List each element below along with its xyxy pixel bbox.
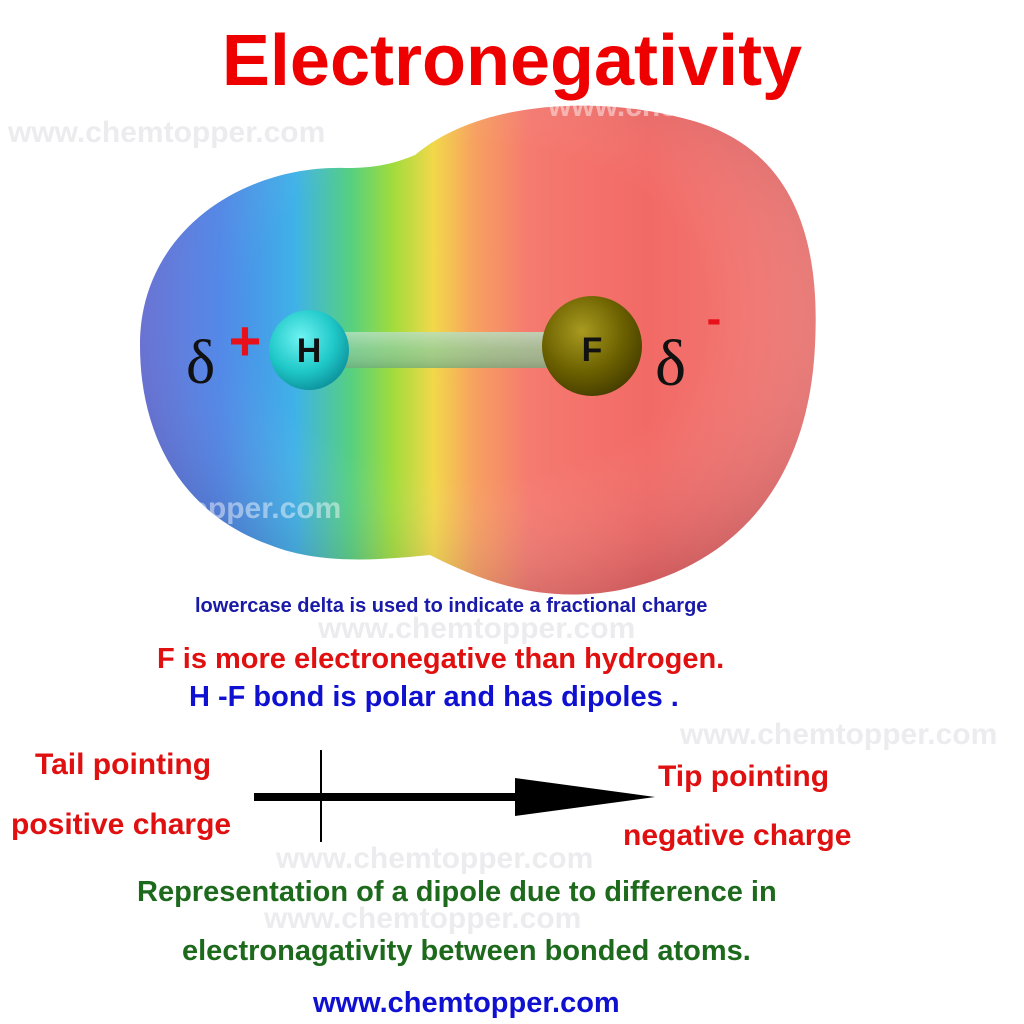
delta-right-symbol: δ (655, 327, 686, 400)
tip-label-line2: negative charge (623, 819, 852, 852)
delta-left-symbol: δ (186, 329, 215, 397)
watermark-text: www.chemtopper.com (276, 842, 594, 875)
polarity-statement: H -F bond is polar and has dipoles . (189, 681, 679, 713)
representation-line2: electronagativity between bonded atoms. (182, 935, 751, 967)
hydrogen-atom (269, 310, 349, 390)
footer-url: www.chemtopper.com (313, 987, 620, 1019)
fluorine-atom (542, 296, 642, 396)
watermark-text: www.chemtopper.com (680, 718, 998, 751)
delta-note: lowercase delta is used to indicate a fr… (195, 595, 708, 617)
page-title: Electronegativity (221, 21, 803, 101)
tail-label-line1: Tail pointing (35, 748, 212, 781)
watermark-text: www.chemtopper.com (8, 116, 326, 149)
watermark-text: www.chemtopper.com (264, 902, 582, 935)
watermark-text: www.chemtopper.com (548, 90, 866, 123)
fluorine-label: F (582, 331, 603, 369)
hydrogen-label: H (297, 332, 322, 370)
electronegativity-statement: F is more electronegative than hydrogen. (157, 643, 725, 675)
positive-charge-sign: + (229, 309, 262, 372)
watermark-text: www.chemtopper.com (24, 492, 342, 525)
representation-line1: Representation of a dipole due to differ… (137, 876, 777, 908)
tail-label-line2: positive charge (11, 808, 232, 841)
watermark-text: www.chemtopper.com (318, 612, 636, 645)
tip-label-line1: Tip pointing (658, 760, 830, 793)
dipole-arrow-head (515, 778, 655, 816)
negative-charge-sign: - (707, 294, 722, 343)
